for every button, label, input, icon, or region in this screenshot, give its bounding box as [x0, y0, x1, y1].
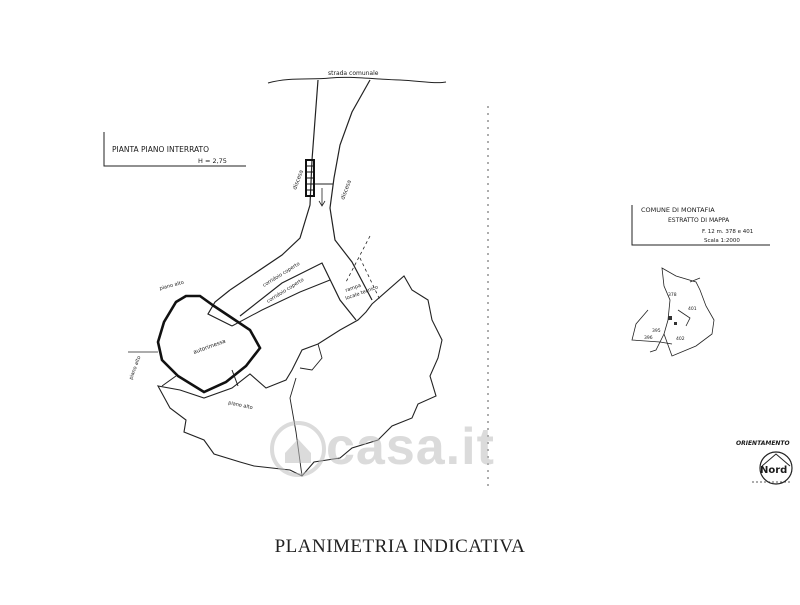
annotation-ramp: rampa — [345, 283, 362, 294]
dash-line-2 — [359, 257, 381, 301]
house-outline — [156, 275, 443, 477]
annotation-left-top: piano alto — [159, 280, 185, 292]
road-edge — [267, 76, 447, 84]
map-extract-bracket — [631, 205, 770, 246]
corridor-outer — [207, 289, 233, 327]
annotation-bottom: piano alto — [228, 400, 254, 411]
corridor-inner — [239, 262, 357, 321]
orientation-mark: Nord — [760, 465, 787, 476]
plan-title: PIANTA PIANO INTERRATO — [112, 145, 209, 154]
north-arrow-icon — [759, 451, 793, 485]
plan-height: H = 2,75 — [198, 157, 227, 165]
parcel-label: 396 — [644, 335, 653, 341]
orientation-label: ORIENTAMENTO — [736, 440, 790, 447]
road-label: strada comunale — [328, 70, 379, 77]
plan-title-bracket — [103, 132, 246, 167]
cadastral-map — [631, 267, 715, 357]
drive-right-edge — [329, 79, 373, 301]
parcel-label: 395 — [652, 328, 661, 334]
map-comune: COMUNE DI MONTAFIA — [641, 206, 715, 214]
parcel-label: 401 — [688, 306, 697, 312]
parcel-label: 402 — [676, 336, 685, 342]
annotation-left-side: piano alto — [128, 355, 142, 380]
annotation-down-right: discesa — [340, 179, 353, 200]
map-scale: Scala 1:2000 — [704, 238, 740, 244]
page-caption: PLANIMETRIA INDICATIVA — [274, 536, 526, 557]
annotation-room: autorimessa — [193, 339, 227, 356]
annotation-down-left: discesa — [292, 169, 305, 190]
map-sheet: F. 12 m. 378 e 401 — [702, 229, 753, 235]
map-extract-title: ESTRATTO DI MAPPA — [668, 217, 730, 224]
drive-left-edge — [229, 79, 319, 291]
garage-walls — [156, 294, 262, 394]
dash-line-1 — [345, 235, 371, 283]
parcel-label: 378 — [668, 292, 677, 298]
